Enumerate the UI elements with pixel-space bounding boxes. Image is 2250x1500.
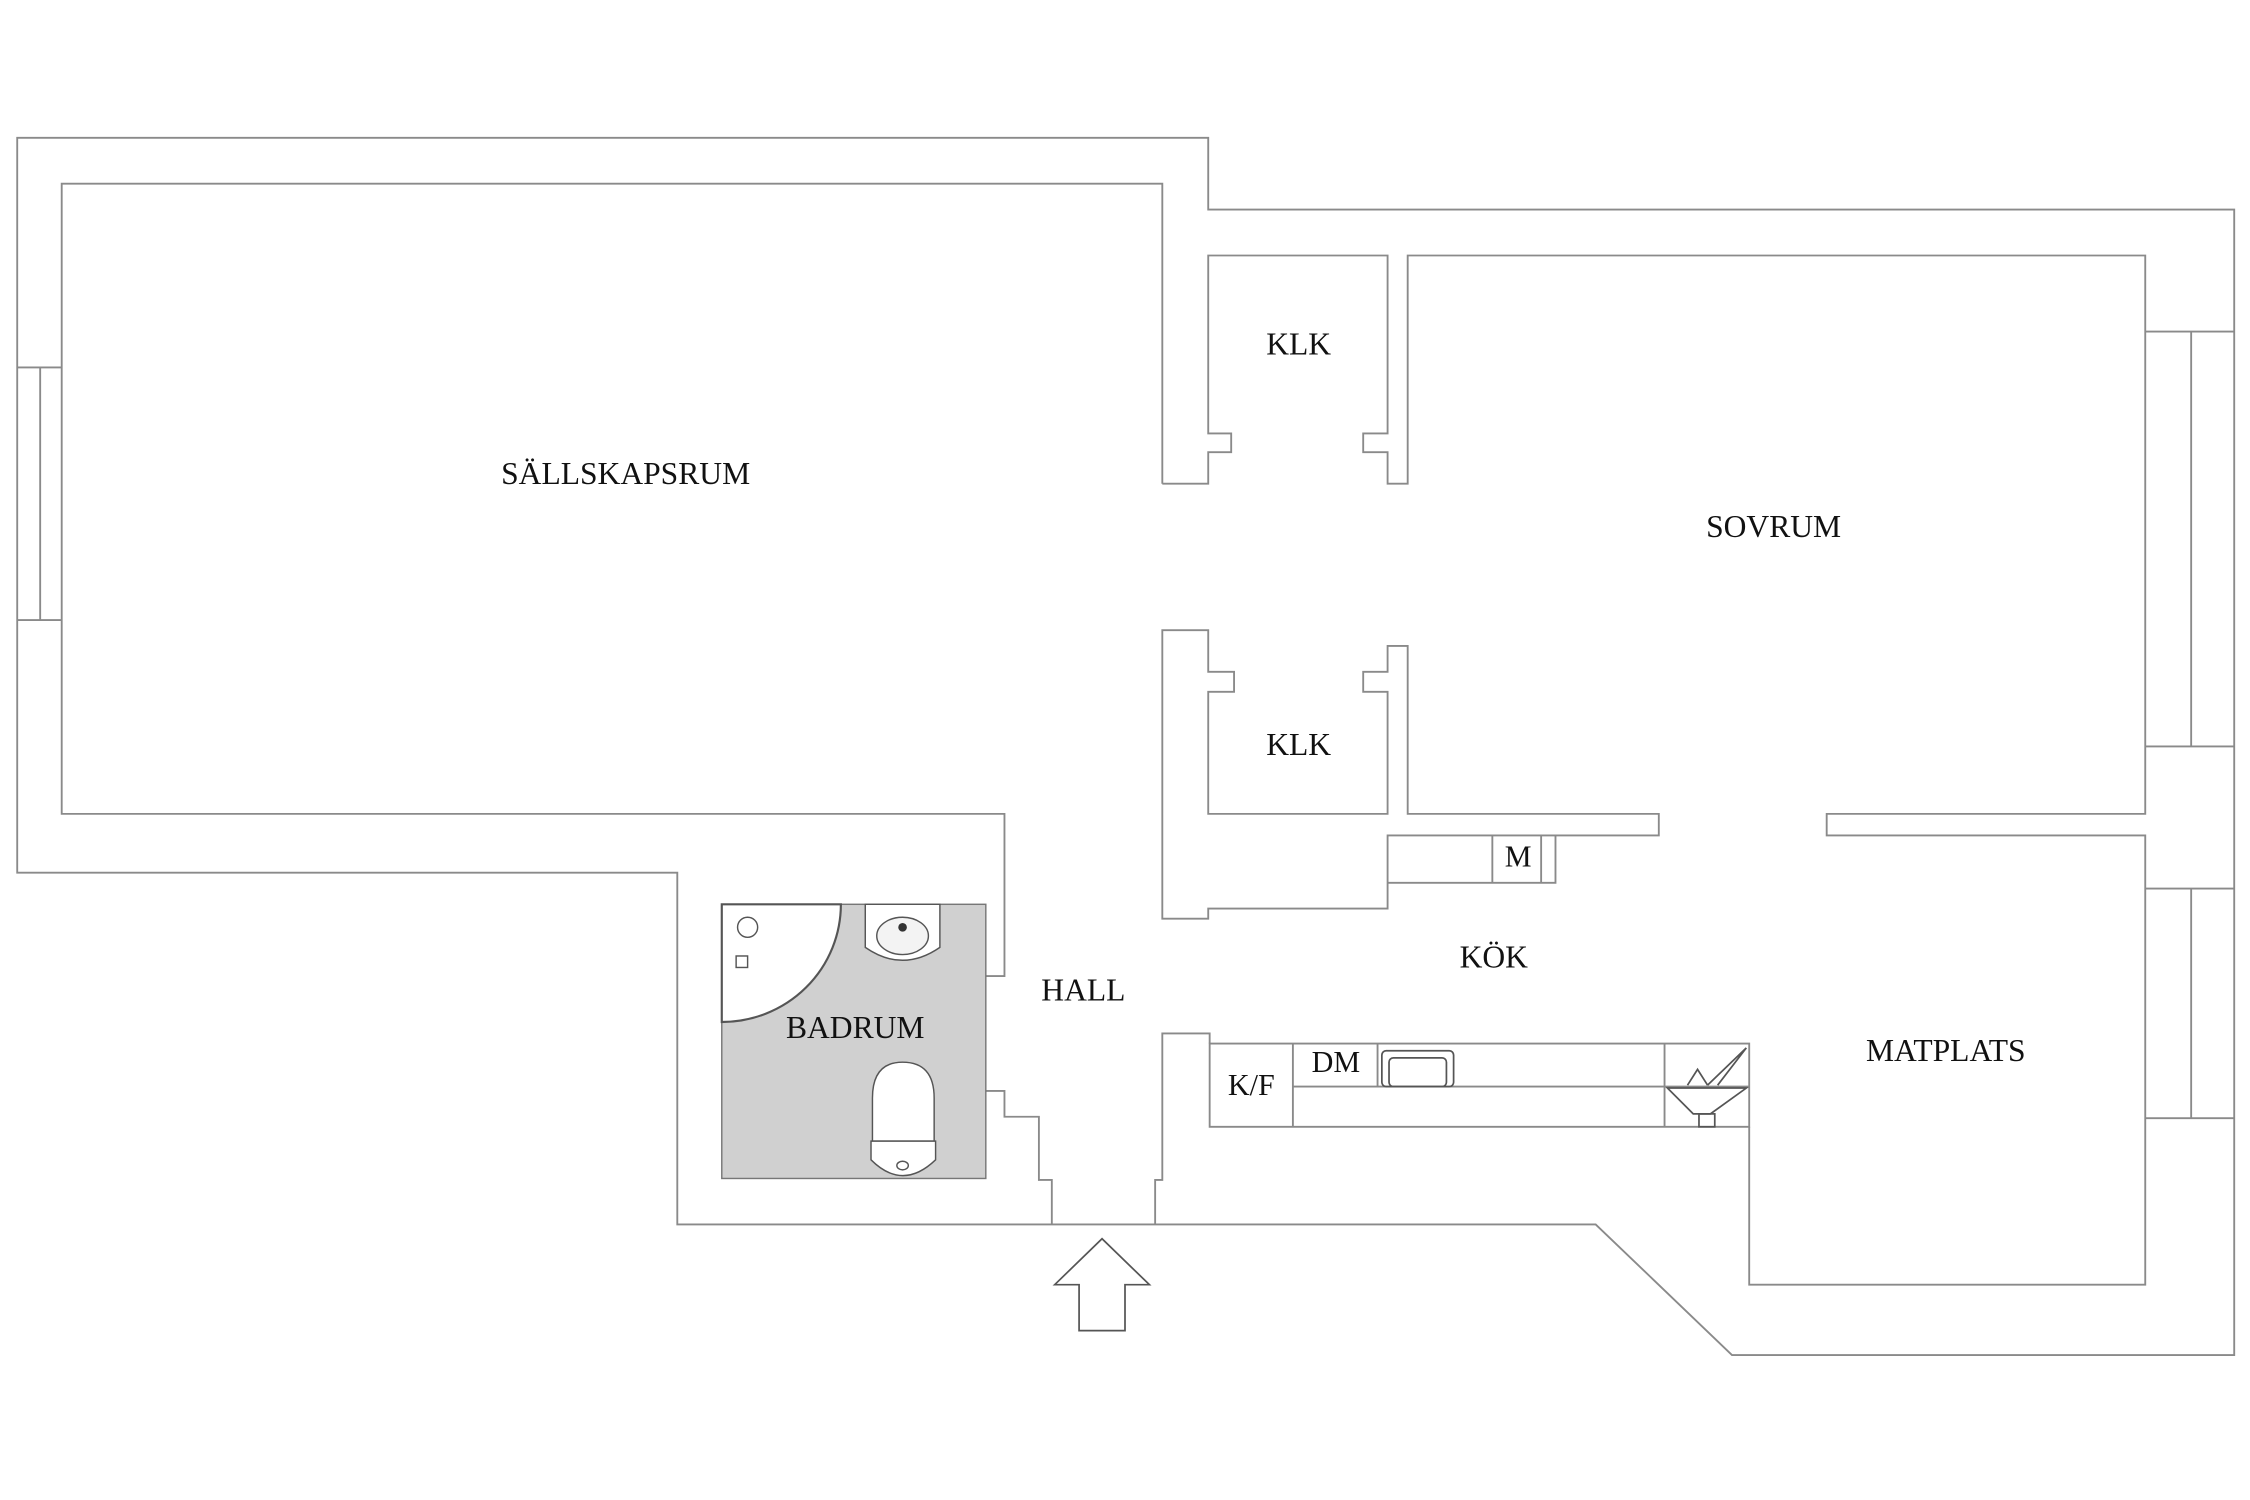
room-label-dining: MATPLATS xyxy=(1866,1033,2026,1068)
kitchen-counter xyxy=(1208,1042,1751,1128)
room-label-hall: HALL xyxy=(1041,973,1125,1008)
window-left xyxy=(17,366,62,622)
toilet-icon xyxy=(870,1061,937,1177)
window-bedroom xyxy=(2145,330,2235,748)
room-label-kitchen: KÖK xyxy=(1460,940,1529,975)
room-label-bathroom: BADRUM xyxy=(786,1010,925,1045)
entrance-arrow-icon xyxy=(1052,1237,1152,1332)
room-label-living-room: SÄLLSKAPSRUM xyxy=(501,456,750,491)
outer-wall xyxy=(16,136,2236,1356)
microwave-unit xyxy=(1387,835,1557,884)
living-room-wall xyxy=(60,182,1164,978)
label-microwave: M xyxy=(1505,840,1532,874)
room-label-closet-top: KLK xyxy=(1266,327,1331,362)
closet-top-bedroom-wall xyxy=(1162,254,2147,1286)
window-dining xyxy=(2145,887,2235,1120)
bathroom xyxy=(720,903,987,1180)
stove-icon xyxy=(1380,1049,1455,1088)
hall-right-wall xyxy=(1154,1032,1211,1225)
hall-left-wall xyxy=(985,1089,1053,1225)
room-label-closet-bottom: KLK xyxy=(1266,727,1331,762)
label-dishwasher: DM xyxy=(1312,1045,1361,1079)
room-label-bedroom: SOVRUM xyxy=(1706,509,1841,544)
label-fridge-freezer: K/F xyxy=(1228,1068,1275,1102)
kitchen-sink-icon xyxy=(1665,1087,1750,1115)
closet-bottom-wall xyxy=(1161,629,1660,920)
